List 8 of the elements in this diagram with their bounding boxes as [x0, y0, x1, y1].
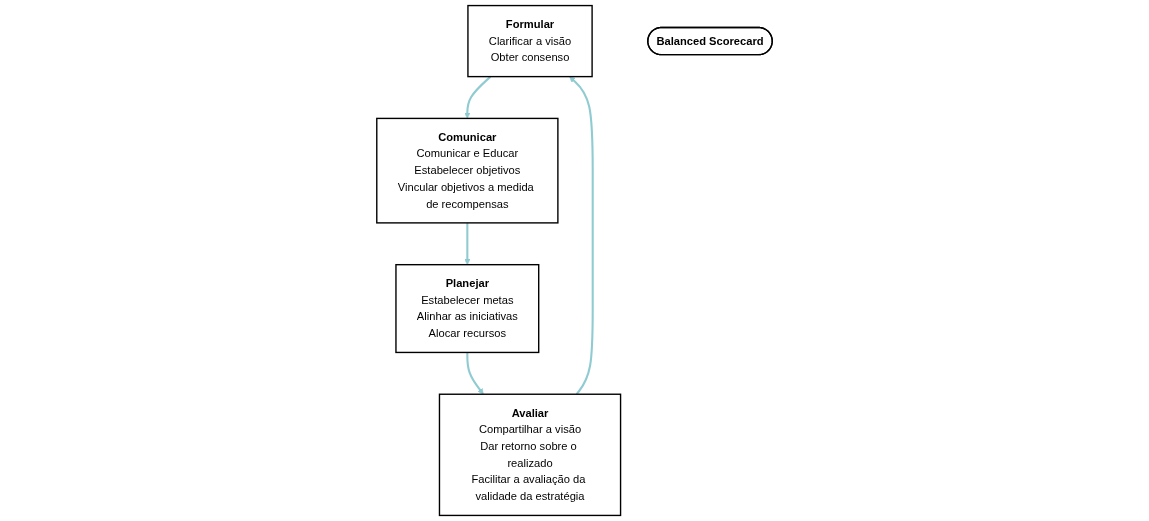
arrow — [464, 75, 492, 119]
node-box: Comunicar Comunicar e Educar Estabelecer objetivos Vincular objetivos a medida de recompensas — [376, 117, 559, 224]
node-box: Planejar Estabelecer metas Alinhar as iniciativas Alocar recursos — [395, 264, 540, 354]
arrow — [569, 76, 594, 395]
arrow — [464, 222, 471, 265]
node-box: Avaliar Compartilhar a visão Dar retorno sobre o realizado Facilitar a avaliação da validade da estratégia — [438, 393, 622, 517]
node-box: Formular Clarificar a visão Obter consenso — [467, 4, 593, 78]
arrow — [466, 352, 484, 395]
